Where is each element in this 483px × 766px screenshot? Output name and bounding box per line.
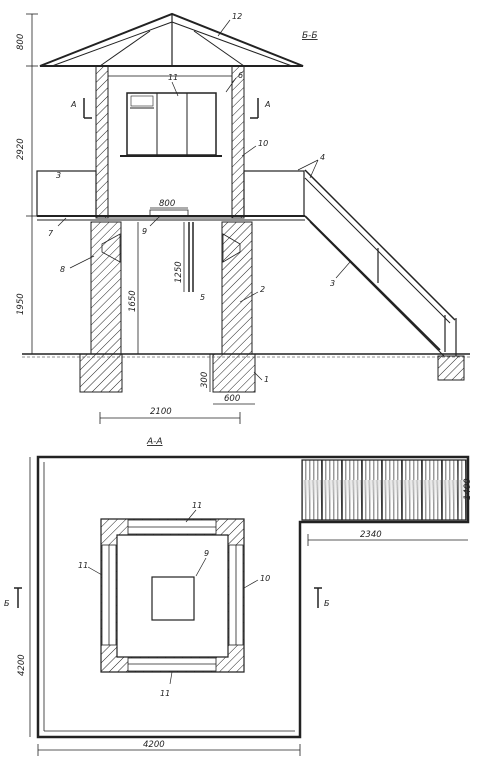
- callout-3-stair: 3: [330, 279, 335, 288]
- callout-11: 11: [168, 73, 178, 82]
- plan-callout-11-top: 11: [192, 501, 202, 510]
- plan-callout-11-bottom: 11: [160, 689, 170, 698]
- platform: [36, 170, 305, 221]
- callout-1: 1: [264, 375, 269, 384]
- plan-windows: [101, 519, 244, 672]
- plan-callouts: 11 11 9 10 11: [78, 501, 270, 698]
- dim-cabin-height: 2920: [16, 138, 26, 160]
- dim-foundation-depth: 300: [200, 372, 210, 388]
- callout-9: 9: [142, 227, 147, 236]
- stair-foundation: [437, 355, 465, 381]
- elevation-view: Б-Б: [16, 12, 470, 424]
- dim-base-height: 1950: [16, 293, 26, 315]
- section-mark-a-right: А: [250, 98, 270, 119]
- svg-text:Б: Б: [324, 599, 330, 608]
- right-foundation: [212, 353, 256, 393]
- dim-roof-height: 800: [16, 34, 26, 50]
- callout-6: 6: [238, 71, 243, 80]
- plan-callout-11-left: 11: [78, 561, 88, 570]
- svg-text:Б: Б: [4, 599, 10, 608]
- plan-view: А-А 1400 2340: [4, 437, 473, 756]
- plan-section-mark-b-right: Б: [314, 587, 330, 608]
- dim-plan-bottom: 4200: [143, 740, 165, 750]
- left-pier: [90, 221, 122, 355]
- plan-cabin-walls: [100, 518, 245, 673]
- plan-stair: [301, 459, 467, 521]
- svg-text:А: А: [264, 100, 270, 109]
- plan-section-mark-b-left: Б: [4, 587, 22, 608]
- plan-callout-10: 10: [260, 574, 270, 583]
- outside-stair: [304, 169, 457, 357]
- dim-stair-height: 1400: [463, 478, 473, 500]
- section-mark-a-left: А: [70, 98, 92, 119]
- callout-12: 12: [232, 12, 242, 21]
- callout-8: 8: [60, 265, 65, 274]
- dim-plan-side: 4200: [17, 654, 27, 676]
- inner-ladder: [188, 222, 194, 292]
- left-post: [95, 65, 109, 219]
- callout-10: 10: [258, 139, 268, 148]
- plan-hatch: [151, 576, 195, 621]
- dim-hatch-width: 800: [159, 199, 175, 209]
- cabin-wall: [107, 75, 233, 219]
- dim-inner-height: 1650: [128, 290, 138, 312]
- callout-3: 3: [56, 171, 61, 180]
- dim-ladder-height: 1250: [174, 261, 184, 283]
- plan-title: А-А: [146, 437, 163, 447]
- elevation-vertical-dims: [26, 13, 38, 355]
- roof: [39, 12, 304, 67]
- svg-text:А: А: [70, 100, 76, 109]
- left-foundation: [79, 353, 123, 393]
- callout-2: 2: [260, 285, 265, 294]
- stair-tread-lines: [321, 460, 443, 520]
- callout-7: 7: [48, 229, 54, 238]
- callout-4: 4: [320, 153, 325, 162]
- plan-platform: [36, 455, 470, 739]
- plan-callout-9: 9: [204, 549, 209, 558]
- dim-stair-width: 2340: [360, 530, 382, 540]
- dim-span: 2100: [150, 407, 172, 417]
- elevation-callouts: 12 11 6 10 4 3 7 9 8 5 2 3 1: [48, 12, 351, 384]
- dim-foundation-width: 600: [224, 394, 240, 404]
- window: [120, 92, 222, 157]
- elevation-title: Б-Б: [302, 31, 318, 41]
- right-post: [231, 65, 245, 219]
- callout-5: 5: [200, 293, 205, 302]
